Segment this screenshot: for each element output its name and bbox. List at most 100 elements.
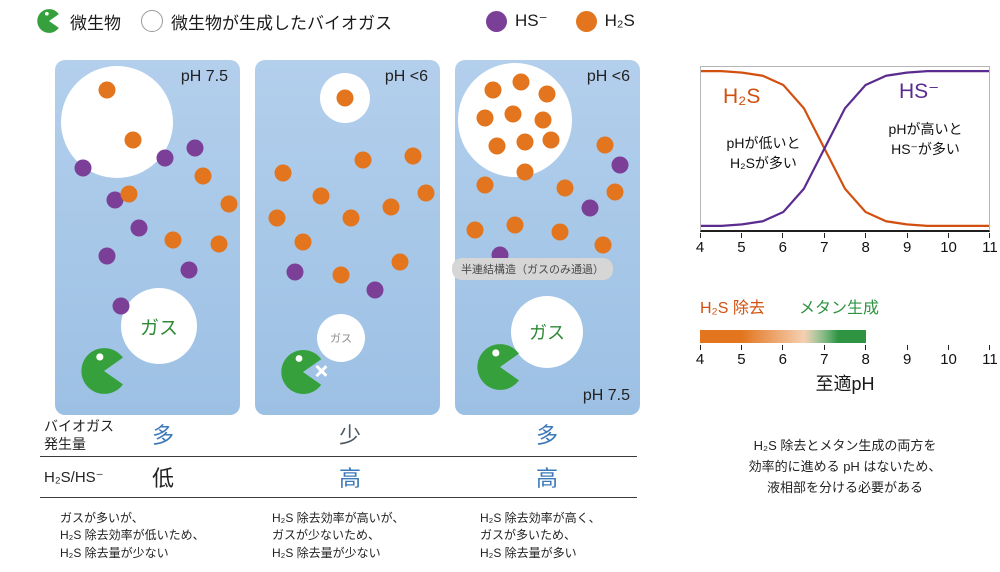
ph-label: pH 7.5	[180, 68, 228, 85]
blocked-x-icon	[314, 364, 328, 378]
high-ph-note: pHが高いと HS⁻が多い	[888, 121, 963, 158]
h2s-molecule	[551, 223, 569, 241]
tick-mark	[906, 233, 908, 238]
tick-label: 6	[778, 351, 788, 368]
hs-molecule	[130, 219, 148, 237]
methane-range	[804, 330, 866, 343]
h2s-molecule	[124, 131, 142, 149]
tick-mark	[782, 345, 784, 350]
ratio-value-1: 低	[151, 466, 174, 491]
tick-label: 11	[982, 239, 998, 256]
tick-mark	[989, 233, 991, 238]
tick-label: 7	[820, 351, 829, 368]
h2s-molecule	[294, 233, 312, 251]
hs-molecule	[106, 191, 124, 209]
gas-label: ガス	[139, 317, 178, 339]
h2s-molecule	[596, 136, 614, 154]
biogas-value-1: 多	[151, 423, 174, 448]
legend-biogas-label: 微生物が生成したバイオガス	[171, 13, 392, 33]
legend: 微生物 微生物が生成したバイオガス HS⁻ H₂S	[36, 6, 635, 36]
reactor-panel-3: pH <6 pH 7.5 ガス	[455, 60, 640, 415]
h2s-molecule	[466, 221, 484, 239]
hs-molecule	[366, 281, 384, 299]
tick-mark	[699, 233, 701, 238]
h2s-molecule	[404, 147, 422, 165]
axis-tick: 11	[980, 233, 1000, 256]
axis-tick: 7	[814, 345, 834, 368]
tick-label: 10	[940, 239, 957, 256]
legend-h2s-label: H₂S	[604, 11, 635, 30]
tick-label: 11	[982, 351, 998, 368]
hs-dot-icon	[486, 10, 507, 32]
h2s-molecule	[332, 266, 350, 284]
ph-speciation-chart: H₂S HS⁻ pHが低いと H₂Sが多い pHが高いと HS⁻が多い	[700, 66, 990, 232]
biogas-value-3: 多	[535, 423, 558, 448]
tick-mark	[823, 233, 825, 238]
panel-1-note: ガスが多いが、 H₂S 除去効率が低いため、 H₂S 除去量が少ない	[60, 511, 205, 560]
h2s-molecule	[516, 163, 534, 181]
tick-mark	[823, 345, 825, 350]
h2s-molecule	[538, 85, 556, 103]
h2s-molecule	[417, 184, 435, 202]
gas-circle: ガス	[317, 314, 365, 362]
biogas-bubble	[61, 66, 173, 178]
h2s-molecule	[594, 236, 612, 254]
hs-molecule	[611, 156, 629, 174]
h2s-molecule	[476, 176, 494, 194]
hs-molecule	[74, 159, 92, 177]
h2s-molecule	[220, 195, 238, 213]
h2s-molecule	[488, 137, 506, 155]
h2s-molecule	[336, 89, 354, 107]
axis-tick: 8	[856, 233, 876, 256]
axis-tick: 4	[690, 345, 710, 368]
h2s-molecule	[534, 111, 552, 129]
tick-mark	[782, 233, 784, 238]
hs-molecule	[112, 297, 130, 315]
microbe-icon	[279, 348, 327, 396]
h2s-molecule	[484, 81, 502, 99]
membrane-label: 半連結構造（ガスのみ通過）	[452, 258, 613, 280]
h2s-molecule	[210, 235, 228, 253]
h2s-molecule	[516, 133, 534, 151]
tick-mark	[948, 233, 950, 238]
axis-tick: 6	[773, 345, 793, 368]
axis-tick: 9	[897, 233, 917, 256]
axis-tick: 7	[814, 233, 834, 256]
tick-mark	[948, 345, 950, 350]
reactor-panel-2: pH <6 ガス	[255, 60, 440, 415]
tick-mark	[906, 345, 908, 350]
h2s-molecule	[391, 253, 409, 271]
h2s-molecule	[504, 105, 522, 123]
h2s-molecule	[542, 131, 560, 149]
hs-molecule	[156, 149, 174, 167]
tick-label: 5	[737, 351, 746, 368]
conclusion-note: H₂S 除去とメタン生成の両方を 効率的に進める pH はないため、 液相部を分…	[748, 438, 942, 495]
h2s-molecule	[120, 185, 138, 203]
biogas-value-2: 少	[338, 423, 361, 448]
tick-label: 8	[861, 351, 870, 368]
hs-molecule	[180, 261, 198, 279]
h2s-curve-label: H₂S	[723, 85, 761, 108]
tick-label: 6	[778, 239, 788, 256]
legend-hs-label: HS⁻	[515, 11, 548, 30]
ph-label-bottom: pH 7.5	[582, 387, 630, 404]
h2s-molecule	[274, 164, 292, 182]
h2s-removal-label: H₂S 除去	[700, 300, 765, 317]
low-ph-note: pHが低いと H₂Sが多い	[726, 135, 801, 172]
biogas-bubble-icon	[141, 10, 163, 32]
tick-label: 9	[902, 351, 912, 368]
tick-mark	[989, 345, 991, 350]
h2s-molecule	[556, 179, 574, 197]
gas-label: ガス	[330, 333, 352, 345]
table-divider	[40, 456, 637, 457]
reactor-panel-1: pH 7.5 ガス	[55, 60, 240, 415]
tick-label: 8	[861, 239, 870, 256]
h2s-removal-range	[700, 330, 837, 343]
panel-3-note: H₂S 除去効率が高く、 ガスが多いため、 H₂S 除去量が多い	[480, 511, 601, 560]
speciation-curves	[701, 69, 989, 228]
tick-mark	[865, 345, 867, 350]
axis-tick: 8	[856, 345, 876, 368]
